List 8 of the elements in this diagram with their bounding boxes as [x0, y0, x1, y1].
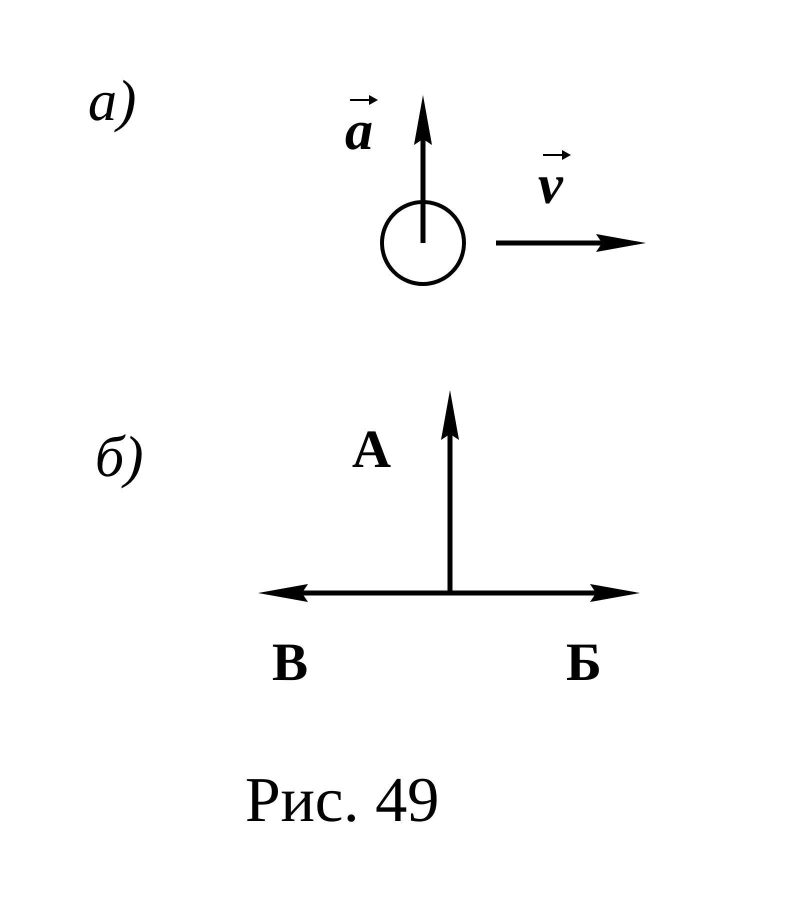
direction-label: Б	[566, 635, 602, 689]
direction-label: В	[272, 635, 308, 689]
part-label: а)	[88, 72, 136, 130]
vector-label: v	[538, 157, 563, 213]
part-label: б)	[95, 428, 144, 486]
figure-caption: Рис. 49	[245, 768, 440, 832]
vector-label: a	[345, 103, 373, 159]
direction-label: А	[352, 422, 391, 476]
